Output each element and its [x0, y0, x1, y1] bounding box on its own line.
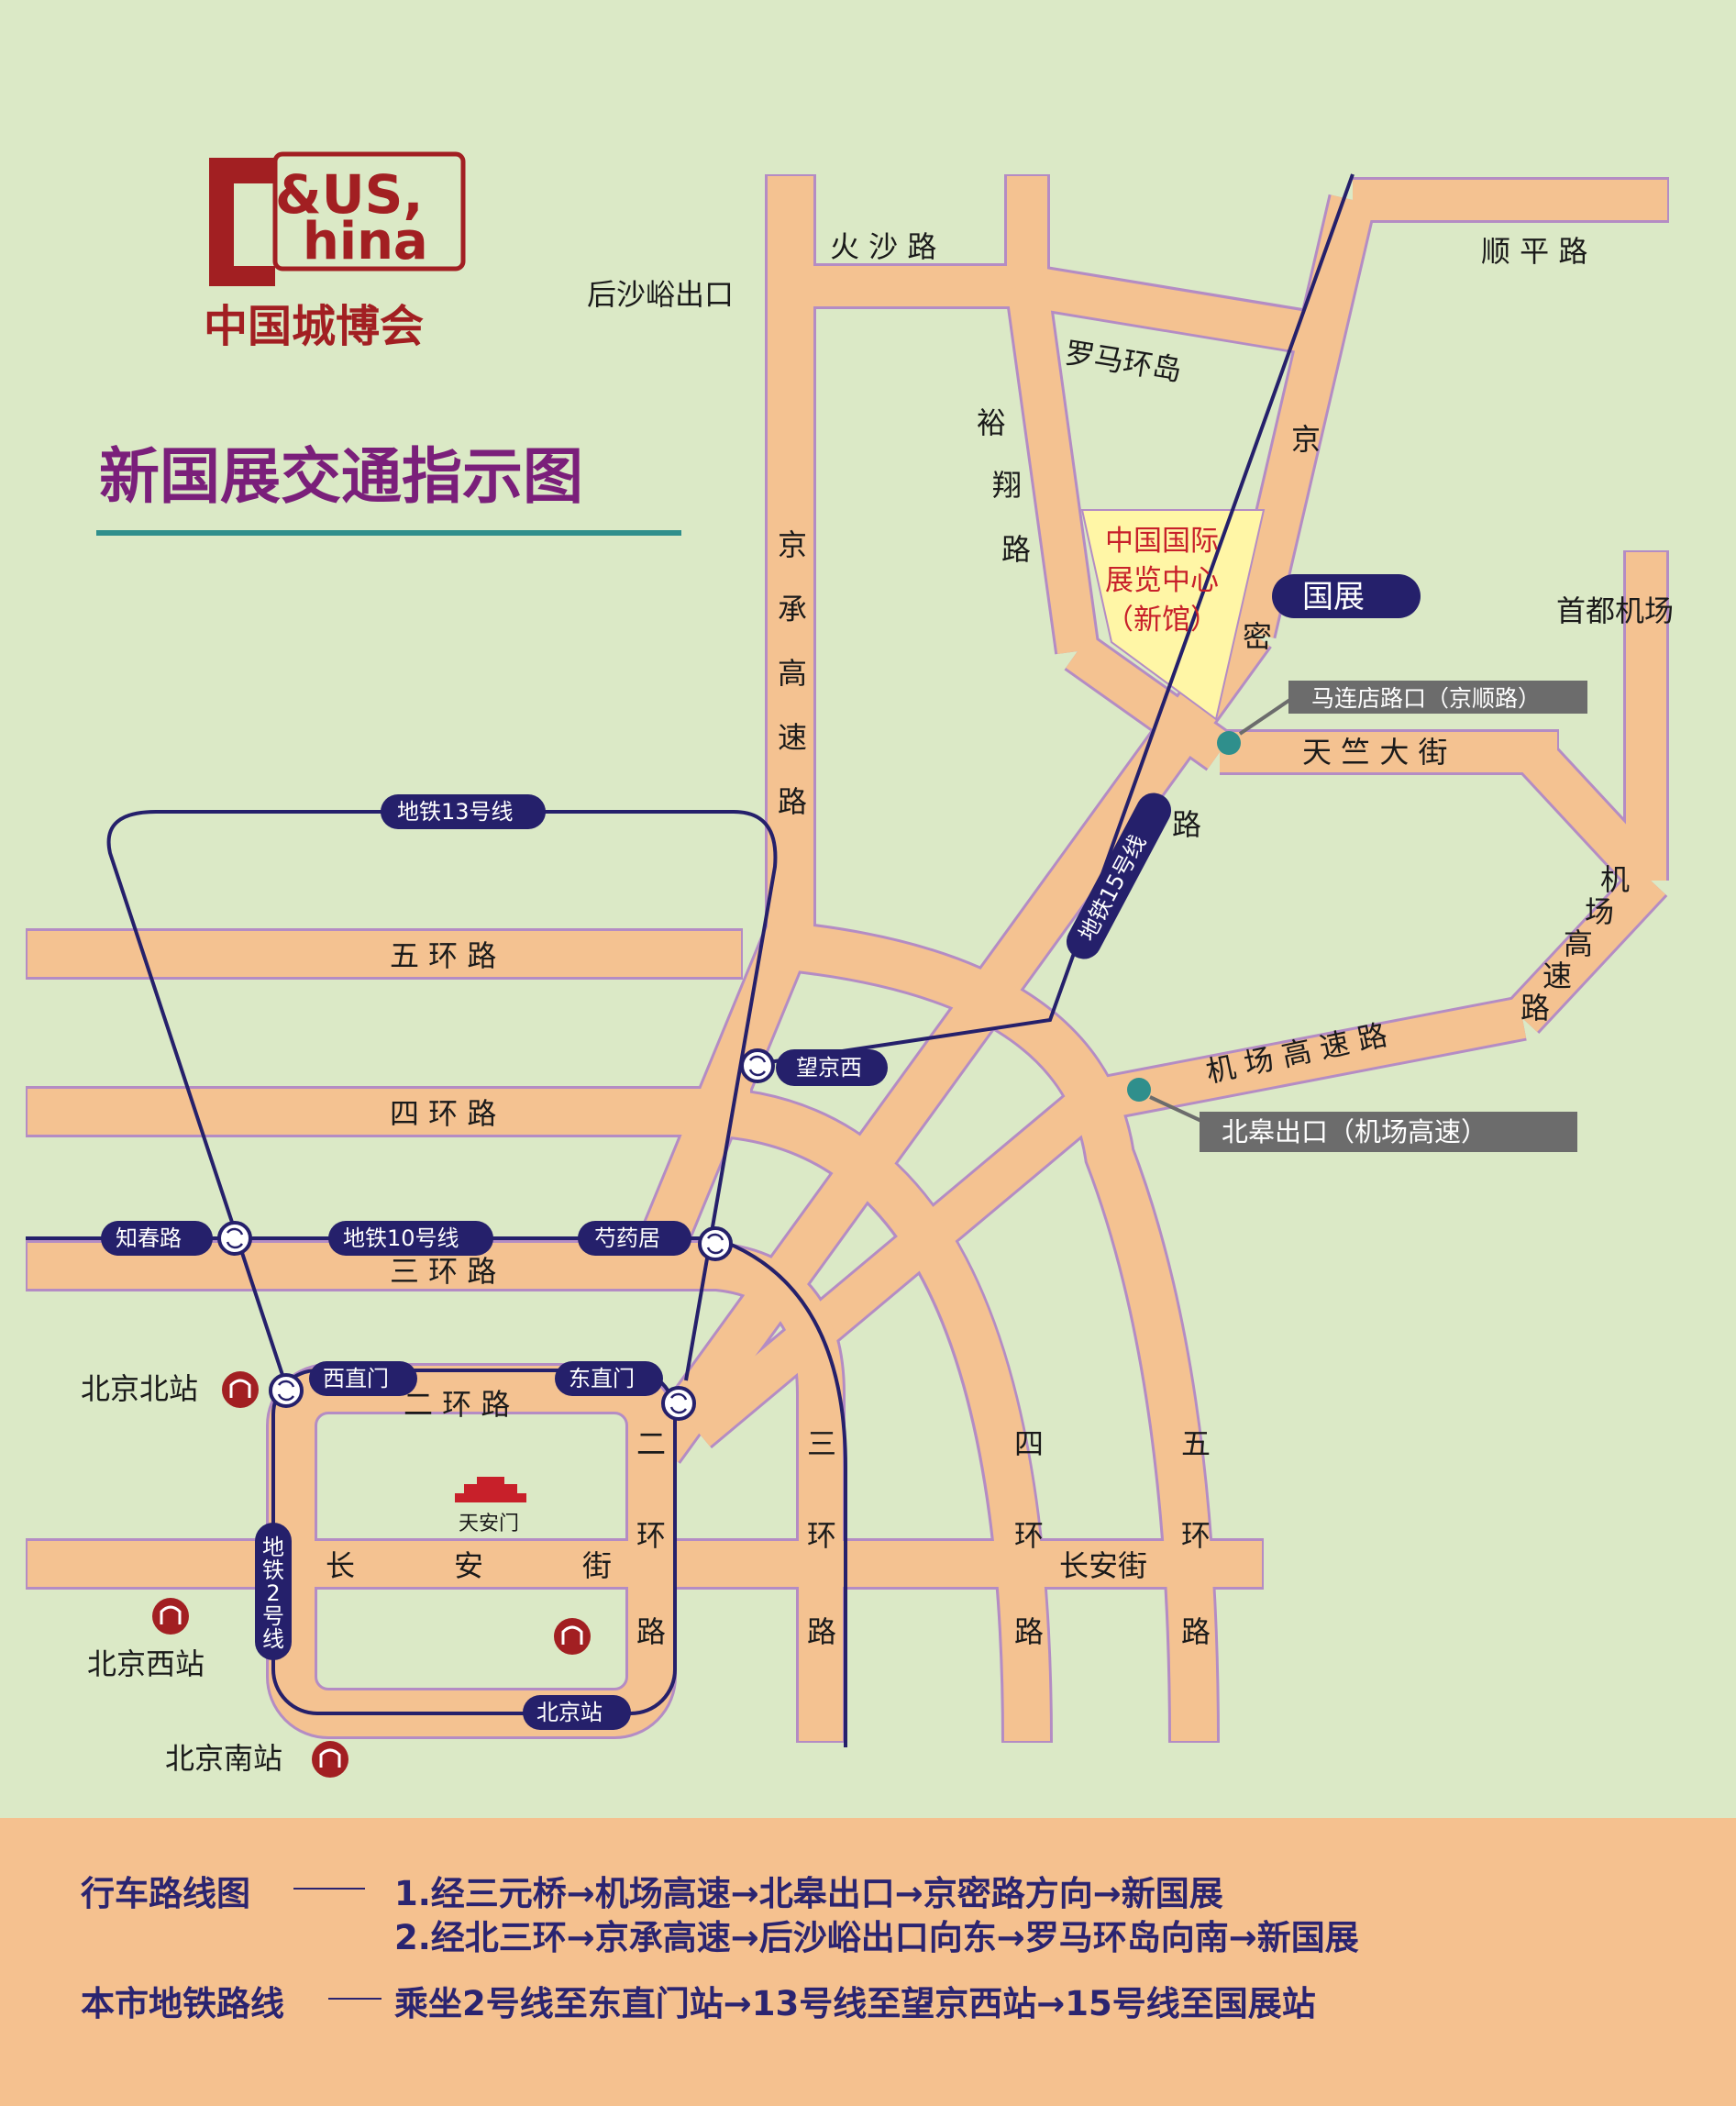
beijingzhan-label: 北京站	[536, 1700, 603, 1725]
guozhan-label: 国展	[1302, 579, 1365, 615]
shaoyaoju-badge[interactable]: 芍药居	[578, 1221, 691, 1256]
drive-label: 行车路线图	[81, 1874, 250, 1913]
line10-badge[interactable]: 地铁10号线	[328, 1221, 493, 1256]
venue-line1: 中国国际	[1105, 525, 1219, 558]
rail-icon	[222, 1371, 259, 1408]
road-label-jingcheng: 京 承 高 速 路	[778, 527, 816, 819]
venue-label: 中国国际 展览中心 （新馆）	[1105, 525, 1219, 637]
road-label-shunping: 顺 平 路	[1481, 234, 1587, 269]
station-south-label: 北京南站	[165, 1741, 282, 1776]
subway-route: 乘坐2号线至东直门站→13号线至望京西站→15号线至国展站	[394, 1984, 1316, 2023]
wangjingxi-label: 望京西	[796, 1055, 862, 1081]
traffic-map: 火 沙 路 顺 平 路 后沙峪出口 罗马环岛 首都机场 天 竺 大 街 机 场 …	[26, 151, 1674, 1778]
tiananmen-label: 天安门	[459, 1513, 519, 1535]
dongzhimen-label: 东直门	[569, 1366, 635, 1391]
title-underline	[96, 530, 681, 536]
interchange-icon[interactable]	[698, 1226, 733, 1261]
zhichunlu-label: 知春路	[116, 1225, 182, 1251]
road-label-luoma: 罗马环岛	[1063, 335, 1184, 388]
rail-icon	[152, 1598, 189, 1635]
road-label-ring5: 五 环 路	[390, 938, 496, 973]
venue-line3: （新馆）	[1105, 604, 1219, 637]
route-1: 1.经三元桥→机场高速→北皋出口→京密路方向→新国展	[394, 1874, 1223, 1913]
road-label-ring2-v: 二 环 路	[636, 1426, 675, 1649]
shaoyaoju-label: 芍药居	[594, 1225, 660, 1251]
teal-dot-icon	[1217, 731, 1241, 755]
logo-us: &US,	[275, 163, 423, 226]
xizhimen-badge[interactable]: 西直门	[309, 1361, 417, 1396]
zhichunlu-badge[interactable]: 知春路	[101, 1221, 213, 1256]
venue-line2: 展览中心	[1105, 564, 1219, 597]
beigao-label: 北皋出口（机场高速）	[1222, 1116, 1487, 1147]
tiananmen-icon: 天安门	[455, 1477, 526, 1535]
logo-china: hina	[303, 212, 428, 272]
road-label-changan: 长 安 街	[326, 1548, 612, 1583]
rail-icon	[554, 1618, 591, 1655]
interchange-icon[interactable]	[661, 1386, 696, 1421]
interchange-icon[interactable]	[740, 1048, 775, 1083]
drive-divider	[293, 1888, 365, 1890]
xizhimen-label: 西直门	[323, 1366, 389, 1391]
road-label-ring3-v: 三 环 路	[807, 1426, 846, 1649]
road-label-ring2: 二 环 路	[404, 1387, 510, 1422]
road-label-ring3: 三 环 路	[390, 1254, 496, 1289]
road-label-huosha: 火 沙 路	[830, 229, 936, 264]
venue-area	[1080, 509, 1266, 721]
teal-dot-icon	[1127, 1078, 1151, 1102]
maliandian-label: 马连店路口（京顺路）	[1311, 685, 1541, 712]
road-label-ring5-v: 五 环 路	[1181, 1426, 1220, 1649]
maliandian-callout: 马连店路口（京顺路）	[1217, 681, 1587, 755]
subway-label: 本市地铁路线	[81, 1984, 284, 2023]
wangjingxi-badge[interactable]: 望京西	[776, 1049, 888, 1086]
line13-badge[interactable]: 地铁13号线	[381, 794, 546, 829]
road-label-ring4: 四 环 路	[390, 1096, 496, 1131]
interchange-icon[interactable]	[217, 1221, 252, 1256]
road-label-yuxiang: 裕 翔 路	[977, 405, 1031, 567]
guozhan-station-badge[interactable]: 国展	[1272, 574, 1421, 618]
road-label-changan-east: 长安街	[1059, 1548, 1147, 1583]
road-label-tianzhu: 天 竺 大 街	[1302, 735, 1448, 770]
road-label-jingmi: 京 密 路	[1172, 422, 1330, 842]
logo-subtitle: 中国城博会	[204, 301, 424, 352]
vertical-road-labels: 裕 翔 路 京 承 高 速 路 京 密 路 机 场 高 速 路 二 环 路	[326, 405, 1639, 1649]
rail-icon	[312, 1741, 348, 1778]
subway-divider	[328, 1998, 381, 2000]
interchange-icon[interactable]	[269, 1373, 304, 1408]
beijingzhan-badge[interactable]: 北京站	[523, 1695, 631, 1730]
route-footer: 行车路线图 1.经三元桥→机场高速→北皋出口→京密路方向→新国展 2.经北三环→…	[0, 1818, 1736, 2106]
logo: &US, hina 中国城博会	[204, 151, 466, 352]
road-label-shoudu-airport: 首都机场	[1556, 593, 1674, 628]
line10-label: 地铁10号线	[343, 1225, 459, 1251]
roads-fill	[28, 176, 1667, 1742]
line13-label: 地铁13号线	[397, 799, 514, 825]
station-north-label: 北京北站	[81, 1371, 198, 1406]
route-2: 2.经北三环→京承高速→后沙峪出口向东→罗马环岛向南→新国展	[394, 1918, 1359, 1957]
road-label-ring4-v: 四 环 路	[1014, 1426, 1053, 1649]
beigao-callout: 北皋出口（机场高速）	[1127, 1078, 1577, 1152]
dongzhimen-badge[interactable]: 东直门	[555, 1361, 663, 1396]
road-label-houshayu-exit: 后沙峪出口	[587, 277, 734, 312]
page-title: 新国展交通指示图	[99, 441, 583, 512]
interchange-icons	[217, 1048, 775, 1421]
station-west-label: 北京西站	[87, 1646, 205, 1681]
road-label-airport-highway-v: 机 场 高 速 路	[1520, 862, 1639, 1025]
rail-stations: 北京北站 北京西站 北京南站	[81, 1371, 591, 1778]
